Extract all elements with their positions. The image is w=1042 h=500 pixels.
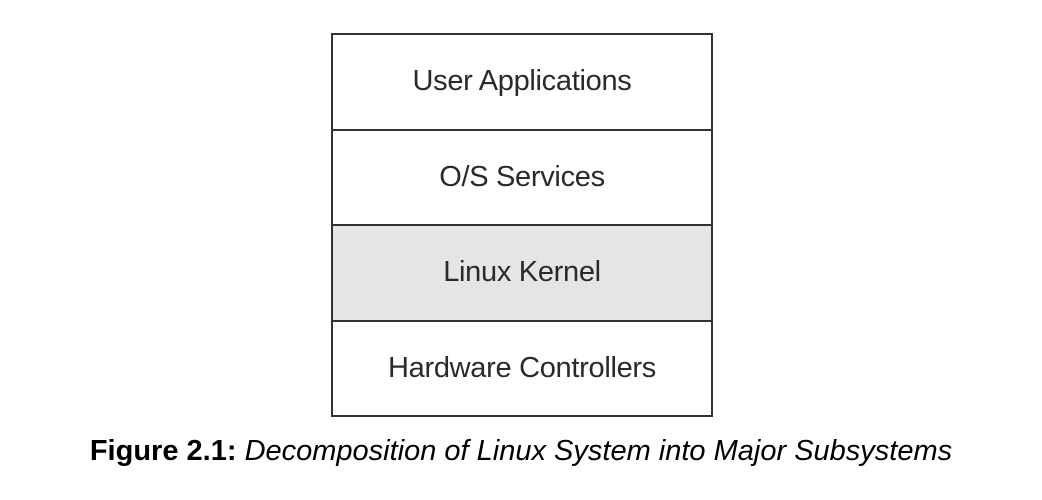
subsystem-stack: User Applications O/S Services Linux Ker… — [331, 33, 713, 417]
layer-label: Hardware Controllers — [388, 351, 656, 384]
layer-label: O/S Services — [439, 160, 605, 193]
layer-label: User Applications — [412, 65, 632, 98]
figure-caption: Figure 2.1: Decomposition of Linux Syste… — [0, 435, 1042, 468]
figure-title: Decomposition of Linux System into Major… — [244, 435, 953, 467]
layer-linux-kernel: Linux Kernel — [333, 226, 711, 322]
layer-os-services: O/S Services — [333, 130, 711, 226]
layer-user-applications: User Applications — [333, 35, 711, 131]
layer-label: Linux Kernel — [443, 256, 601, 289]
layer-hardware-controllers: Hardware Controllers — [333, 321, 711, 415]
figure-number: Figure 2.1: — [89, 435, 237, 467]
